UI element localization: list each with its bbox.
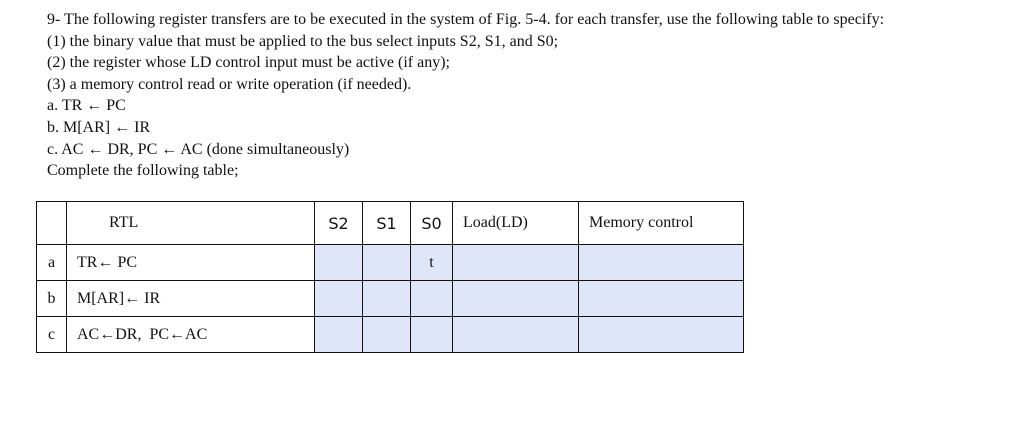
question-line-item-1: (1) the binary value that must be applie… [47,32,559,50]
header-load: Load(LD) [452,201,579,245]
question-line-instruction: Complete the following table; [47,162,239,180]
header-s1: S1 [362,201,411,245]
register-transfer-table: RTL S2 S1 S0 Load(LD) Memory control a T… [36,201,744,353]
question-line-transfer-b: b. M[AR] ← IR [47,118,151,136]
question-text: 9- The following register transfers are … [47,9,1007,182]
row-rtl: M[AR]← IR [66,280,315,317]
table-row: a TR← PC t [36,244,744,281]
table-header-row: RTL S2 S1 S0 Load(LD) Memory control [36,201,744,245]
row-rtl: AC←DR, PC←AC [66,316,315,353]
row-letter: b [36,280,67,317]
row-s2-cell[interactable] [314,244,363,281]
row-memory-cell[interactable] [578,316,744,353]
question-line-transfer-a: a. TR ← PC [47,97,126,115]
row-s1-cell[interactable] [362,280,411,317]
row-rtl: TR← PC [66,244,315,281]
row-s1-cell[interactable] [362,316,411,353]
question-line-item-3: (3) a memory control read or write opera… [47,75,412,93]
table-row: c AC←DR, PC←AC [36,316,744,353]
header-s2: S2 [314,201,363,245]
row-s1-cell[interactable] [362,244,411,281]
question-line-transfer-c: c. AC ← DR, PC ← AC (done simultaneously… [47,140,350,158]
table-row: b M[AR]← IR [36,280,744,317]
row-memory-cell[interactable] [578,244,744,281]
question-line-title: 9- The following register transfers are … [47,11,885,28]
row-s2-cell[interactable] [314,280,363,317]
row-load-cell[interactable] [452,316,579,353]
row-letter: c [36,316,67,353]
row-letter: a [36,244,67,281]
row-s0-cell[interactable] [410,280,453,317]
row-memory-cell[interactable] [578,280,744,317]
header-s0: S0 [410,201,453,245]
row-s0-cell[interactable]: t [410,244,453,281]
header-letter-cell [36,201,67,245]
header-memory-control: Memory control [578,201,744,245]
row-load-cell[interactable] [452,280,579,317]
row-load-cell[interactable] [452,244,579,281]
question-line-item-2: (2) the register whose LD control input … [47,54,450,72]
row-s2-cell[interactable] [314,316,363,353]
header-rtl: RTL [66,201,315,245]
row-s0-cell[interactable] [410,316,453,353]
